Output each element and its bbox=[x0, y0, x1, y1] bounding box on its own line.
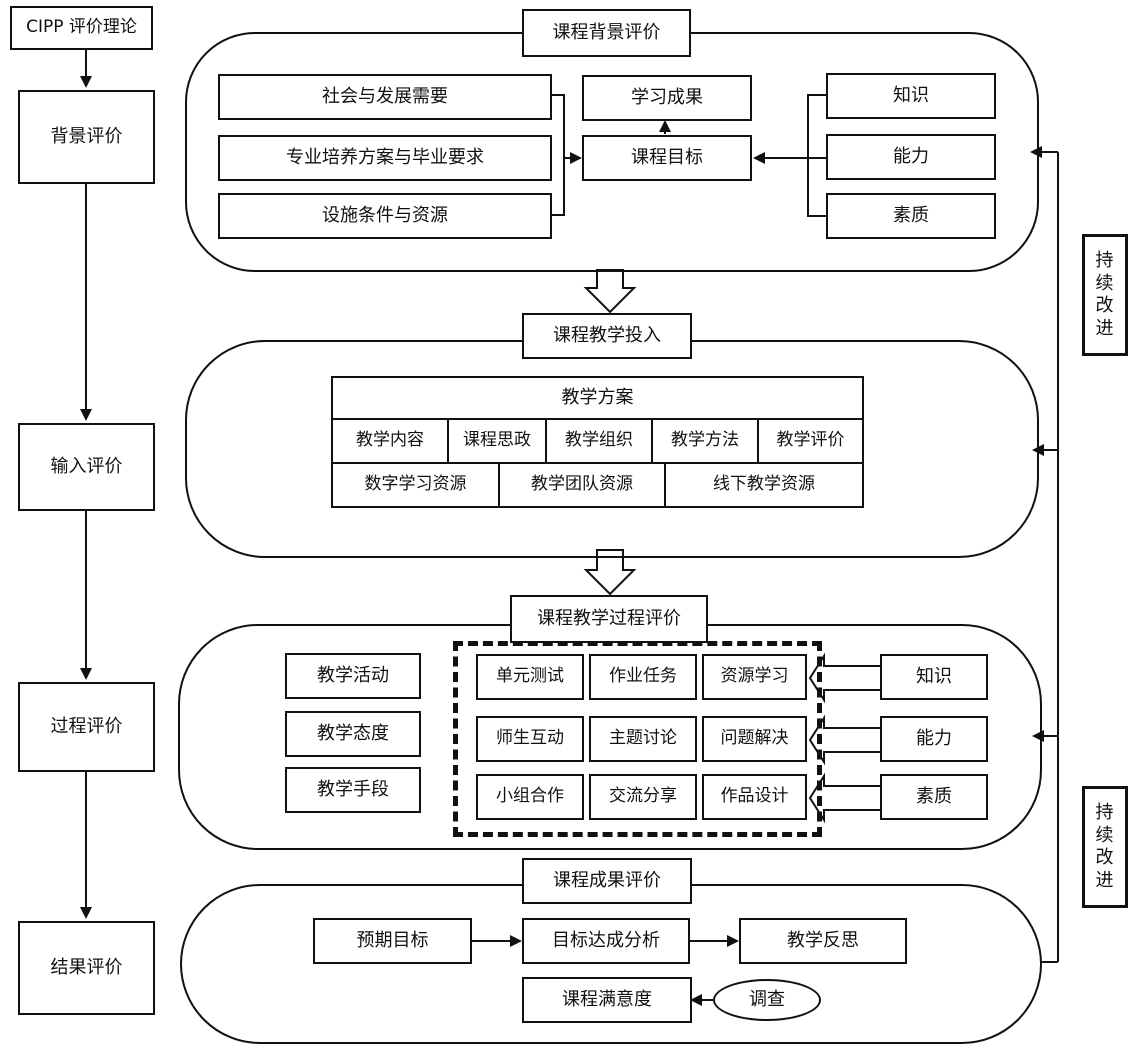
process-item-means: 教学手段 bbox=[285, 767, 421, 813]
grid-resource-learning: 资源学习 bbox=[702, 654, 807, 700]
resource-digital: 数字学习资源 bbox=[331, 462, 500, 508]
process-dimension-knowledge: 知识 bbox=[880, 654, 988, 700]
hollow-arrow-2 bbox=[583, 549, 637, 596]
grid-topic-discussion: 主题讨论 bbox=[589, 716, 697, 762]
stage-input-box: 输入评价 bbox=[18, 423, 155, 511]
course-objective-box: 课程目标 bbox=[582, 135, 752, 181]
stage-product-box: 结果评价 bbox=[18, 921, 155, 1015]
course-satisfaction-box: 课程满意度 bbox=[522, 977, 692, 1023]
teaching-plan-title: 教学方案 bbox=[331, 376, 864, 420]
goal-analysis-box: 目标达成分析 bbox=[522, 918, 690, 964]
sources-bracket bbox=[551, 94, 565, 216]
hollow-arrow-quality bbox=[808, 772, 880, 824]
hollow-arrow-ability bbox=[808, 714, 880, 766]
resource-offline: 线下教学资源 bbox=[664, 462, 864, 508]
stage-process-box: 过程评价 bbox=[18, 682, 155, 772]
process-activities-dashed-frame bbox=[453, 641, 822, 837]
grid-group-work: 小组合作 bbox=[476, 774, 584, 820]
product-section-header: 课程成果评价 bbox=[522, 858, 692, 904]
process-item-attitude: 教学态度 bbox=[285, 711, 421, 757]
grid-problem-solving: 问题解决 bbox=[702, 716, 807, 762]
plan-item-ideology: 课程思政 bbox=[447, 418, 547, 464]
learning-outcome-box: 学习成果 bbox=[582, 75, 752, 121]
cipp-title-box: CIPP 评价理论 bbox=[10, 6, 153, 50]
grid-assignment: 作业任务 bbox=[589, 654, 697, 700]
plan-item-content: 教学内容 bbox=[331, 418, 449, 464]
context-source-society: 社会与发展需要 bbox=[218, 74, 552, 120]
hollow-arrow-1 bbox=[583, 269, 637, 314]
context-source-program: 专业培养方案与毕业要求 bbox=[218, 135, 552, 181]
teaching-reflection-box: 教学反思 bbox=[739, 918, 907, 964]
hollow-arrow-knowledge bbox=[808, 652, 880, 704]
process-dimension-ability: 能力 bbox=[880, 716, 988, 762]
context-source-facilities: 设施条件与资源 bbox=[218, 193, 552, 239]
process-item-activity: 教学活动 bbox=[285, 653, 421, 699]
expected-goal-box: 预期目标 bbox=[313, 918, 472, 964]
context-dimension-ability: 能力 bbox=[826, 134, 996, 180]
context-dimension-quality: 素质 bbox=[826, 193, 996, 239]
dimensions-bracket bbox=[807, 94, 826, 217]
survey-ellipse: 调查 bbox=[713, 979, 821, 1021]
input-section-header: 课程教学投入 bbox=[522, 313, 692, 359]
resource-team: 教学团队资源 bbox=[498, 462, 666, 508]
grid-teacher-student: 师生互动 bbox=[476, 716, 584, 762]
context-dimension-knowledge: 知识 bbox=[826, 73, 996, 119]
continuous-improvement-label-top: 持续改进 bbox=[1082, 234, 1128, 356]
process-section-header: 课程教学过程评价 bbox=[510, 595, 708, 643]
context-section-header: 课程背景评价 bbox=[522, 9, 691, 57]
plan-item-method: 教学方法 bbox=[651, 418, 759, 464]
grid-unit-test: 单元测试 bbox=[476, 654, 584, 700]
plan-item-evaluation: 教学评价 bbox=[757, 418, 864, 464]
continuous-improvement-label-bottom: 持续改进 bbox=[1082, 786, 1128, 908]
stage-context-box: 背景评价 bbox=[18, 90, 155, 184]
process-dimension-quality: 素质 bbox=[880, 774, 988, 820]
plan-item-organization: 教学组织 bbox=[545, 418, 653, 464]
grid-sharing: 交流分享 bbox=[589, 774, 697, 820]
grid-work-design: 作品设计 bbox=[702, 774, 807, 820]
